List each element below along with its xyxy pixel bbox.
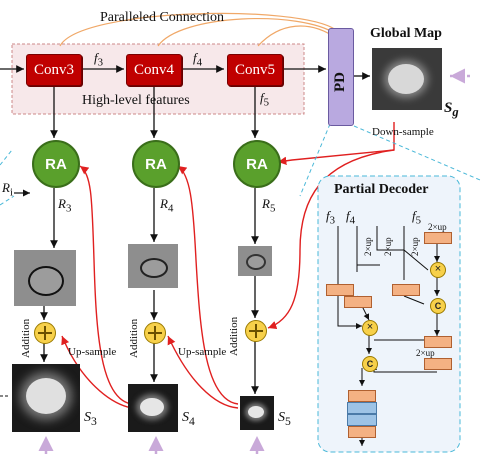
- pd-conv-d: [424, 336, 452, 348]
- partial-decoder-box: [317, 175, 461, 453]
- s3-output-map: [12, 364, 80, 432]
- global-to-ra5-curve: [277, 122, 395, 165]
- s5-to-add4-curve: [167, 335, 239, 409]
- addition4-node: [144, 322, 166, 344]
- s4-output-map: [128, 384, 178, 432]
- s5-to-ra4-curve: [177, 165, 239, 405]
- conv3-block: Conv3: [26, 54, 82, 86]
- pd-out-bar-3: [347, 414, 377, 426]
- conv5-block: Conv5: [227, 54, 283, 86]
- addition4-label: Addition: [128, 318, 140, 358]
- pd-up-label-1: 2×up: [363, 237, 373, 256]
- pd-label: PD: [332, 72, 348, 92]
- pd-conv-e: [424, 358, 452, 370]
- ra4-output-map: [128, 244, 178, 288]
- pd-out-bar-4: [348, 426, 376, 438]
- pd-input-f4: f4: [346, 208, 356, 227]
- pd-mult-2: ×: [362, 320, 378, 336]
- ra5-output-map: [238, 246, 272, 276]
- pd-conv-f5: [424, 232, 452, 244]
- addition3-node: [34, 322, 56, 344]
- f3-label: f3: [94, 50, 104, 69]
- pd-concat-2: C: [362, 356, 378, 372]
- parallel-curve-2: [157, 18, 337, 47]
- r3-label: R3: [58, 196, 72, 215]
- pd-up-label-3: 2×up: [410, 237, 420, 256]
- s4-label: S4: [182, 410, 195, 428]
- pd-conv-c: [392, 284, 420, 296]
- down-sample-label: Down-sample: [372, 126, 434, 138]
- left-dash-bottom: [0, 195, 15, 206]
- global-to-add5-curve: [267, 149, 395, 330]
- s5-label: S5: [278, 410, 291, 428]
- paralleled-connection-label: Paralleled Connection: [100, 10, 225, 25]
- pd-conv-a: [326, 284, 354, 296]
- ri-label: Ri: [2, 180, 13, 199]
- pd-input-f3: f3: [326, 208, 336, 227]
- parallel-curve-1: [59, 12, 337, 47]
- pd-out-bar-1: [348, 390, 376, 402]
- pd-mult-1: ×: [430, 262, 446, 278]
- global-map-image: [372, 48, 442, 110]
- pd-input-f5: f5: [412, 208, 422, 227]
- sg-label: Sg: [444, 100, 459, 119]
- ra3-module: RA: [32, 140, 80, 188]
- upsample-label-2: Up-sample: [178, 346, 227, 358]
- ra3-output-map: [14, 250, 76, 306]
- pd-conv-b: [344, 296, 372, 308]
- f5-label: f5: [260, 90, 270, 109]
- pd-up-label-2: 2×up: [383, 237, 393, 256]
- left-dash-top: [0, 149, 13, 166]
- r4-label: R4: [160, 196, 174, 215]
- pd-dash-right: [353, 125, 481, 181]
- pd-out-bar-2: [347, 402, 377, 414]
- r5-label: R5: [262, 196, 276, 215]
- global-map-title: Global Map: [370, 26, 442, 41]
- addition5-node: [245, 320, 267, 342]
- addition5-label: Addition: [228, 316, 240, 356]
- conv4-block: Conv4: [126, 54, 182, 86]
- pd-up-label-4: 2×up: [428, 222, 447, 232]
- ra5-module: RA: [233, 140, 281, 188]
- s3-label: S3: [84, 410, 97, 428]
- addition3-label: Addition: [20, 318, 32, 358]
- pd-up-label-5: 2×up: [416, 348, 435, 358]
- s5-output-map: [240, 396, 274, 430]
- high-level-features-label: High-level features: [82, 93, 190, 108]
- ra4-module: RA: [132, 140, 180, 188]
- f4-label: f4: [193, 50, 203, 69]
- pd-dash-left: [299, 123, 331, 197]
- pd-concat-1: C: [430, 298, 446, 314]
- parallel-curve-3: [257, 25, 337, 47]
- s4-to-add3-curve: [61, 335, 133, 409]
- s4-to-ra3-curve: [79, 165, 133, 405]
- pd-block: [328, 28, 354, 126]
- upsample-label-1: Up-sample: [68, 346, 117, 358]
- partial-decoder-title: Partial Decoder: [334, 182, 429, 197]
